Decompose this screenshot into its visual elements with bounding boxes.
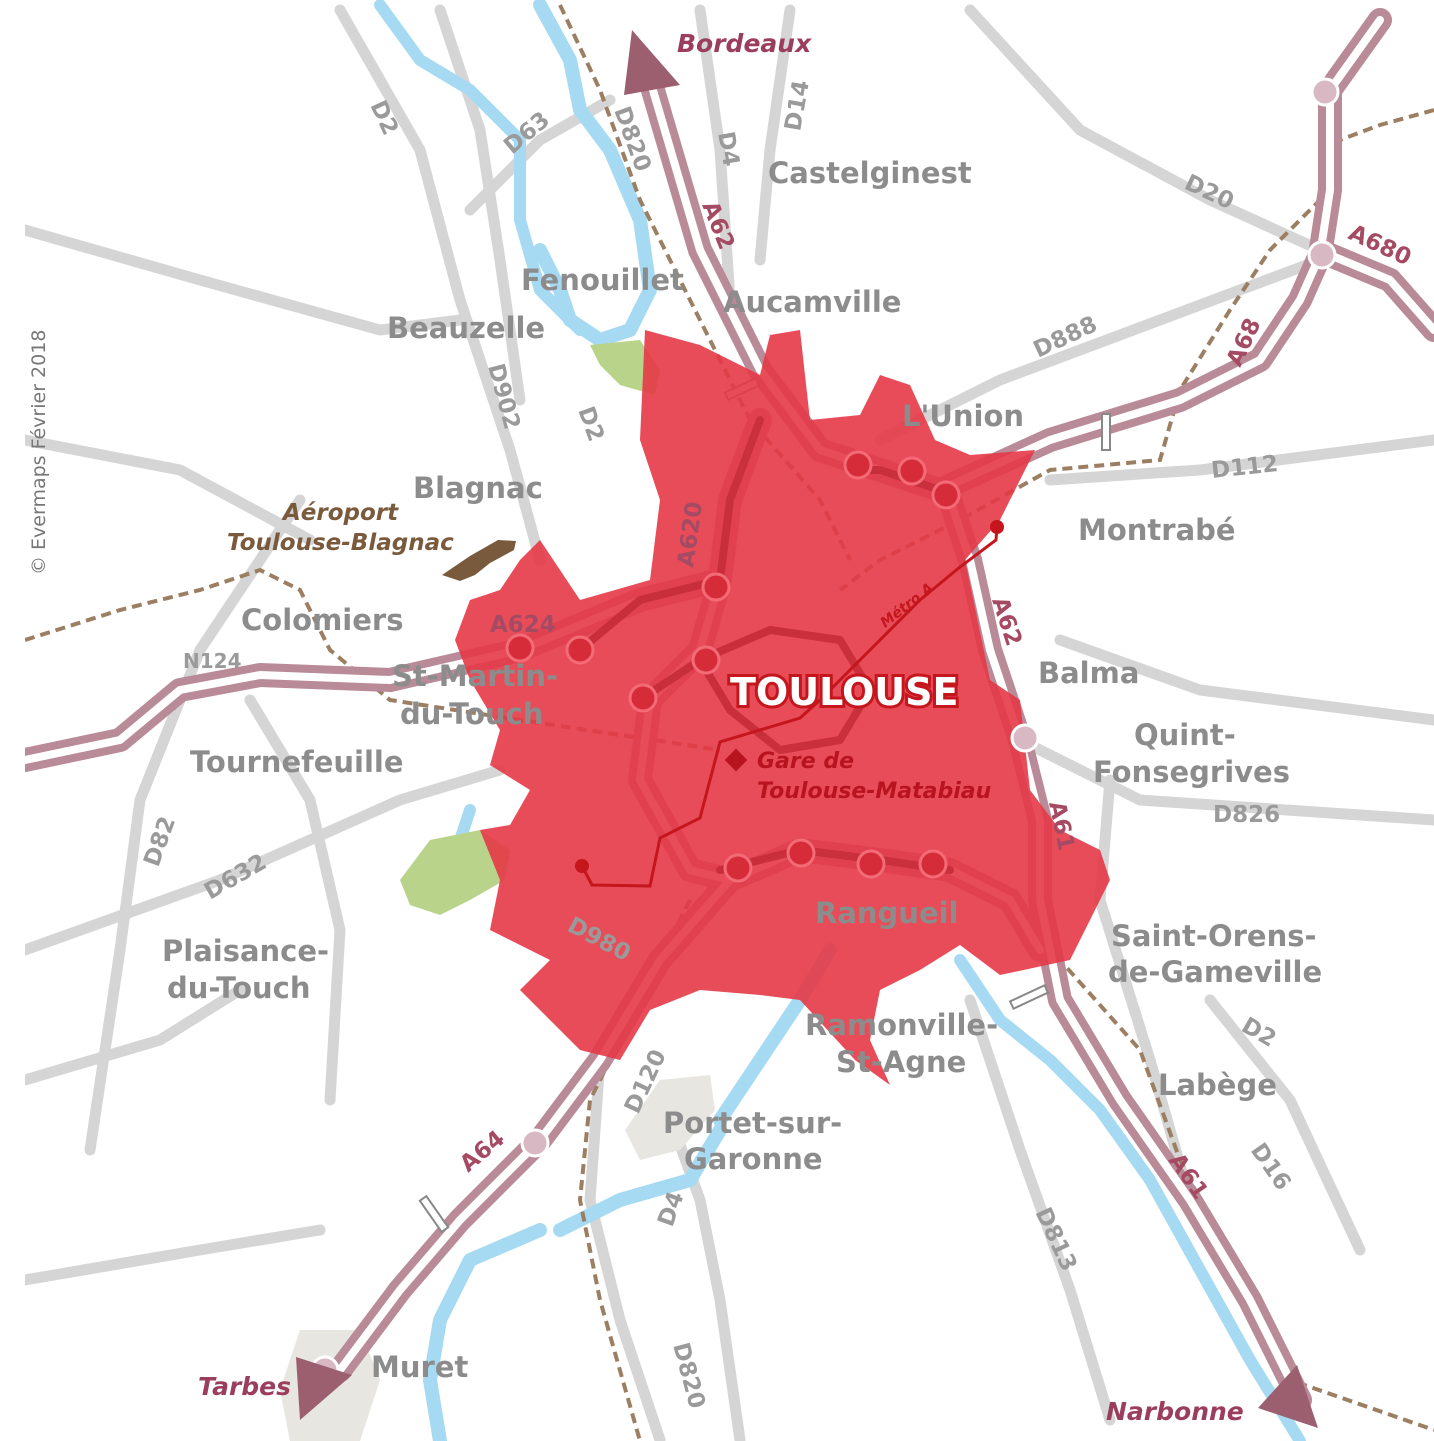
road-n124: N124: [183, 649, 242, 673]
urban-interchanges: [505, 450, 961, 883]
town-muret: Muret: [371, 1350, 468, 1384]
town-portet-line2: Garonne: [684, 1142, 823, 1176]
town-ramonville-line1: Ramonville-: [805, 1008, 998, 1042]
town-rangueil: Rangueil: [815, 896, 959, 930]
poi-station-line2: Toulouse-Matabiau: [757, 779, 991, 804]
town-quint-line2: Fonsegrives: [1093, 755, 1290, 789]
arrow-north-icon: [624, 30, 680, 95]
town-ramonville-line2: St-Agne: [836, 1045, 966, 1079]
road-d82: D82: [139, 813, 181, 870]
arrow-southeast-icon: [1258, 1365, 1318, 1428]
poi-station-line1: Gare de: [757, 749, 854, 774]
destination-bordeaux: Bordeaux: [677, 29, 812, 58]
town-balma: Balma: [1038, 656, 1139, 690]
station-marker: [724, 748, 748, 772]
toulouse-urban-area: [455, 330, 1110, 1085]
town-aucamville: Aucamville: [723, 285, 901, 319]
town-plaisance-line1: Plaisance-: [162, 934, 329, 968]
town-st-martin-line1: St-Martin-: [392, 659, 558, 693]
town-lunion: L'Union: [902, 399, 1024, 433]
road-d16: D16: [1245, 1139, 1296, 1196]
airplane-icon: [442, 540, 516, 581]
town-castelginest: Castelginest: [768, 156, 972, 190]
metro-a-line: [580, 526, 999, 888]
town-portet-line1: Portet-sur-: [663, 1106, 842, 1140]
town-labege: Labège: [1158, 1068, 1277, 1102]
road-d820-s: D820: [667, 1340, 709, 1412]
road-d2-c: D2: [572, 403, 608, 445]
inner-roads: [576, 416, 954, 874]
metro-terminus-west: [575, 859, 589, 873]
town-fenouillet: Fenouillet: [521, 263, 684, 297]
road-d813: D813: [1030, 1204, 1082, 1276]
town-saint-orens-line2: de-Gameville: [1108, 955, 1322, 989]
town-plaisance-line2: du-Touch: [167, 971, 311, 1005]
road-d20: D20: [1180, 170, 1237, 215]
town-tournefeuille: Tournefeuille: [190, 745, 404, 779]
town-montrabe: Montrabé: [1078, 513, 1236, 547]
town-quint-line1: Quint-: [1134, 718, 1236, 752]
town-colomiers: Colomiers: [241, 603, 403, 637]
town-beauzelle: Beauzelle: [387, 311, 545, 345]
road-d14: D14: [780, 78, 814, 133]
road-d4-n: D4: [712, 130, 744, 169]
poi-airport-line2: Toulouse-Blagnac: [227, 530, 454, 556]
town-st-martin-line2: du-Touch: [400, 697, 544, 731]
city-label-toulouse: TOULOUSE: [730, 670, 958, 714]
destination-narbonne: Narbonne: [1106, 1397, 1244, 1426]
town-saint-orens-line1: Saint-Orens-: [1111, 919, 1317, 953]
poi-airport-line1: Aéroport: [281, 500, 399, 526]
road-d632: D632: [200, 849, 271, 905]
arrow-southwest-icon: [296, 1357, 352, 1420]
road-d112: D112: [1210, 451, 1279, 484]
destination-tarbes: Tarbes: [198, 1372, 291, 1401]
copyright-text: © Evermaps Février 2018: [28, 330, 50, 575]
road-d826: D826: [1213, 802, 1280, 828]
motorway-a624: A624: [490, 612, 556, 638]
town-blagnac: Blagnac: [413, 471, 543, 505]
metro-terminus-east: [990, 520, 1004, 534]
